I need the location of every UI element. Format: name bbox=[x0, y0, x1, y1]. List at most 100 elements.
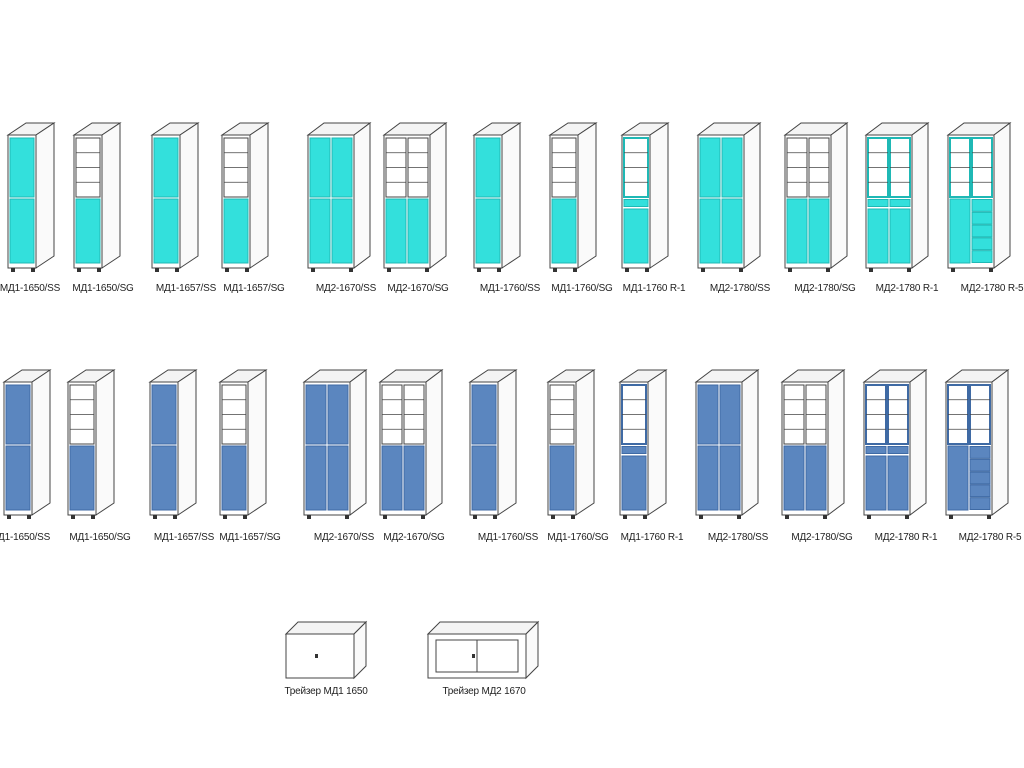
cabinet-1ss bbox=[148, 369, 198, 519]
cabinet-label: МД1-1657/SG bbox=[223, 283, 285, 294]
cabinet-door bbox=[621, 455, 647, 511]
cabinet-foot bbox=[788, 268, 792, 272]
trayser-t1 bbox=[284, 620, 368, 680]
cabinet-door bbox=[471, 445, 497, 511]
cabinet-door bbox=[305, 384, 327, 445]
cabinet-side bbox=[349, 369, 367, 516]
cabinet-foot bbox=[497, 268, 501, 272]
cabinet-door bbox=[9, 198, 35, 264]
cabinet-2r1 bbox=[864, 122, 930, 272]
cabinet-label: МД2-1670/SS bbox=[315, 283, 377, 294]
cabinet-2r1 bbox=[862, 369, 928, 519]
cabinet-side bbox=[249, 122, 269, 269]
cabinet-door bbox=[385, 198, 407, 264]
cabinet-door bbox=[697, 445, 719, 511]
drawer bbox=[623, 199, 649, 207]
trayser-label: Трейзер МД1 1650 bbox=[284, 686, 368, 697]
cabinet-door bbox=[221, 445, 247, 511]
cabinet-side bbox=[741, 369, 759, 516]
cabinet-door bbox=[865, 455, 887, 511]
cabinet-side bbox=[649, 122, 669, 269]
cabinet-label: МД2-1780 R-5 bbox=[960, 283, 1024, 294]
cabinet-side bbox=[179, 122, 199, 269]
cabinet-2ss bbox=[696, 122, 762, 272]
cabinet-label: МД2-1780/SS bbox=[707, 532, 769, 543]
cabinet-side bbox=[101, 122, 121, 269]
cabinet-foot bbox=[625, 268, 629, 272]
cabinet-door bbox=[867, 208, 889, 264]
cabinet-side bbox=[577, 122, 597, 269]
cabinet-foot bbox=[245, 268, 249, 272]
cabinet-2sg bbox=[783, 122, 849, 272]
drawer bbox=[971, 237, 993, 251]
cabinet-label: МД1-1760/SS bbox=[479, 283, 541, 294]
cabinet-side bbox=[497, 369, 517, 516]
cabinet-label: МД2-1670/SG bbox=[387, 283, 449, 294]
cabinet-label: МД1-1760 R-1 bbox=[622, 283, 686, 294]
cabinet-foot bbox=[989, 268, 993, 272]
cabinet-foot bbox=[7, 515, 11, 519]
cabinet-side bbox=[575, 369, 595, 516]
cabinet-foot bbox=[97, 268, 101, 272]
cabinet-door bbox=[223, 198, 249, 264]
cabinet-door bbox=[5, 384, 31, 445]
drawer bbox=[969, 484, 991, 498]
cabinet-foot bbox=[493, 515, 497, 519]
cabinet-side bbox=[501, 122, 521, 269]
drawer bbox=[969, 497, 991, 511]
drawer bbox=[621, 446, 647, 454]
cabinet-foot bbox=[623, 515, 627, 519]
cabinet-label: МД2-1780/SG bbox=[791, 532, 853, 543]
cabinet-door bbox=[805, 445, 827, 511]
cabinet-side bbox=[353, 122, 371, 269]
cabinet-2sg bbox=[382, 122, 448, 272]
cabinet-door bbox=[471, 384, 497, 445]
cabinet-foot bbox=[31, 268, 35, 272]
drawer bbox=[969, 471, 991, 485]
cabinet-label: МД1-1657/SS bbox=[153, 532, 215, 543]
cabinet-side bbox=[830, 122, 848, 269]
cabinet-door bbox=[475, 198, 501, 264]
cabinet-foot bbox=[243, 515, 247, 519]
cabinet-1sg bbox=[218, 369, 268, 519]
cabinet-side bbox=[827, 369, 845, 516]
cabinet-door bbox=[623, 208, 649, 264]
trayser-label: Трейзер МД2 1670 bbox=[442, 686, 526, 697]
cabinet-door bbox=[331, 198, 353, 264]
cabinet-foot bbox=[949, 515, 953, 519]
cabinet-label: МД1-1657/SG bbox=[219, 532, 281, 543]
cabinet-side bbox=[425, 369, 443, 516]
cabinet-2ss bbox=[306, 122, 372, 272]
cabinet-foot bbox=[91, 515, 95, 519]
cabinet-1sg bbox=[72, 122, 122, 272]
cabinet-foot bbox=[311, 268, 315, 272]
cabinet-side bbox=[911, 122, 929, 269]
cabinet-foot bbox=[473, 515, 477, 519]
cabinet-door bbox=[381, 445, 403, 511]
cabinet-label: МД1-1760/SS bbox=[477, 532, 539, 543]
cabinet-label: МД1-1650/SS bbox=[0, 283, 61, 294]
cabinet-foot bbox=[701, 268, 705, 272]
cabinet-foot bbox=[573, 268, 577, 272]
cabinet-foot bbox=[823, 515, 827, 519]
cabinet-foot bbox=[477, 268, 481, 272]
cabinet-2ss bbox=[302, 369, 368, 519]
cabinet-door bbox=[153, 137, 179, 198]
cabinet-1ss bbox=[472, 122, 522, 272]
drawer bbox=[971, 250, 993, 263]
cabinet-foot bbox=[551, 515, 555, 519]
trayser-top bbox=[426, 621, 540, 635]
cabinet-door bbox=[327, 445, 349, 511]
cabinet-2r5 bbox=[944, 369, 1010, 519]
cabinet-1r bbox=[618, 369, 668, 519]
cabinet-foot bbox=[11, 268, 15, 272]
cabinet-label: МД1-1657/SS bbox=[155, 283, 217, 294]
cabinet-label: МД2-1780 R-1 bbox=[874, 532, 938, 543]
cabinet-side bbox=[993, 122, 1011, 269]
cabinet-door bbox=[721, 137, 743, 198]
cabinet-door bbox=[786, 198, 808, 264]
trayser-top bbox=[284, 621, 368, 635]
cabinet-foot bbox=[307, 515, 311, 519]
